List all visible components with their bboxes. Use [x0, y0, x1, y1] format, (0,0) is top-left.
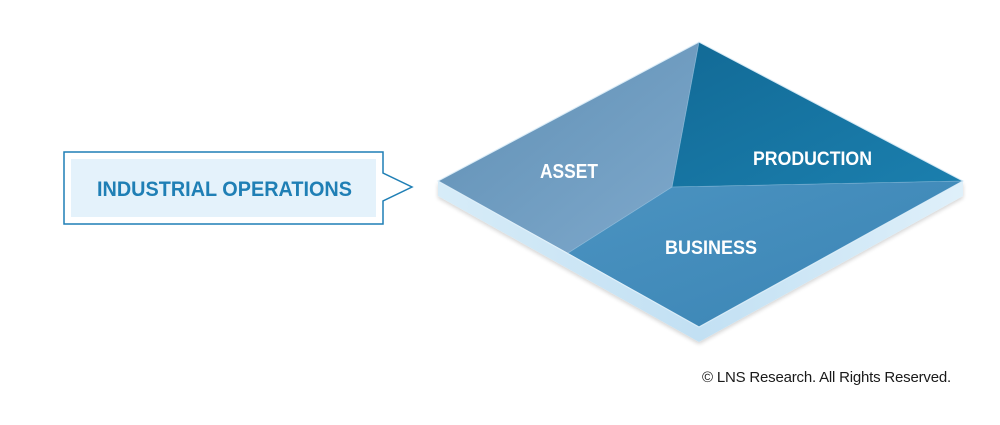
segment-label-business: BUSINESS — [665, 238, 757, 259]
slab-side-right — [699, 181, 963, 342]
slab-sides — [438, 181, 963, 342]
segment-divider-3 — [567, 186, 673, 254]
callout-inner-fill — [71, 159, 376, 217]
segment-business — [568, 181, 963, 327]
callout-box: INDUSTRIAL OPERATIONS — [63, 151, 414, 225]
segment-divider-1 — [671, 41, 700, 188]
segment-divider-2 — [671, 180, 964, 188]
callout-label: INDUSTRIAL OPERATIONS — [97, 178, 352, 201]
slab-side-left — [438, 181, 699, 342]
slab-top — [436, 41, 965, 328]
segment-asset — [438, 42, 699, 253]
segment-label-production: PRODUCTION — [753, 149, 872, 170]
segment-production — [672, 42, 963, 187]
copyright-notice: © LNS Research. All Rights Reserved. — [702, 369, 951, 386]
segment-label-asset: ASSET — [540, 161, 598, 183]
